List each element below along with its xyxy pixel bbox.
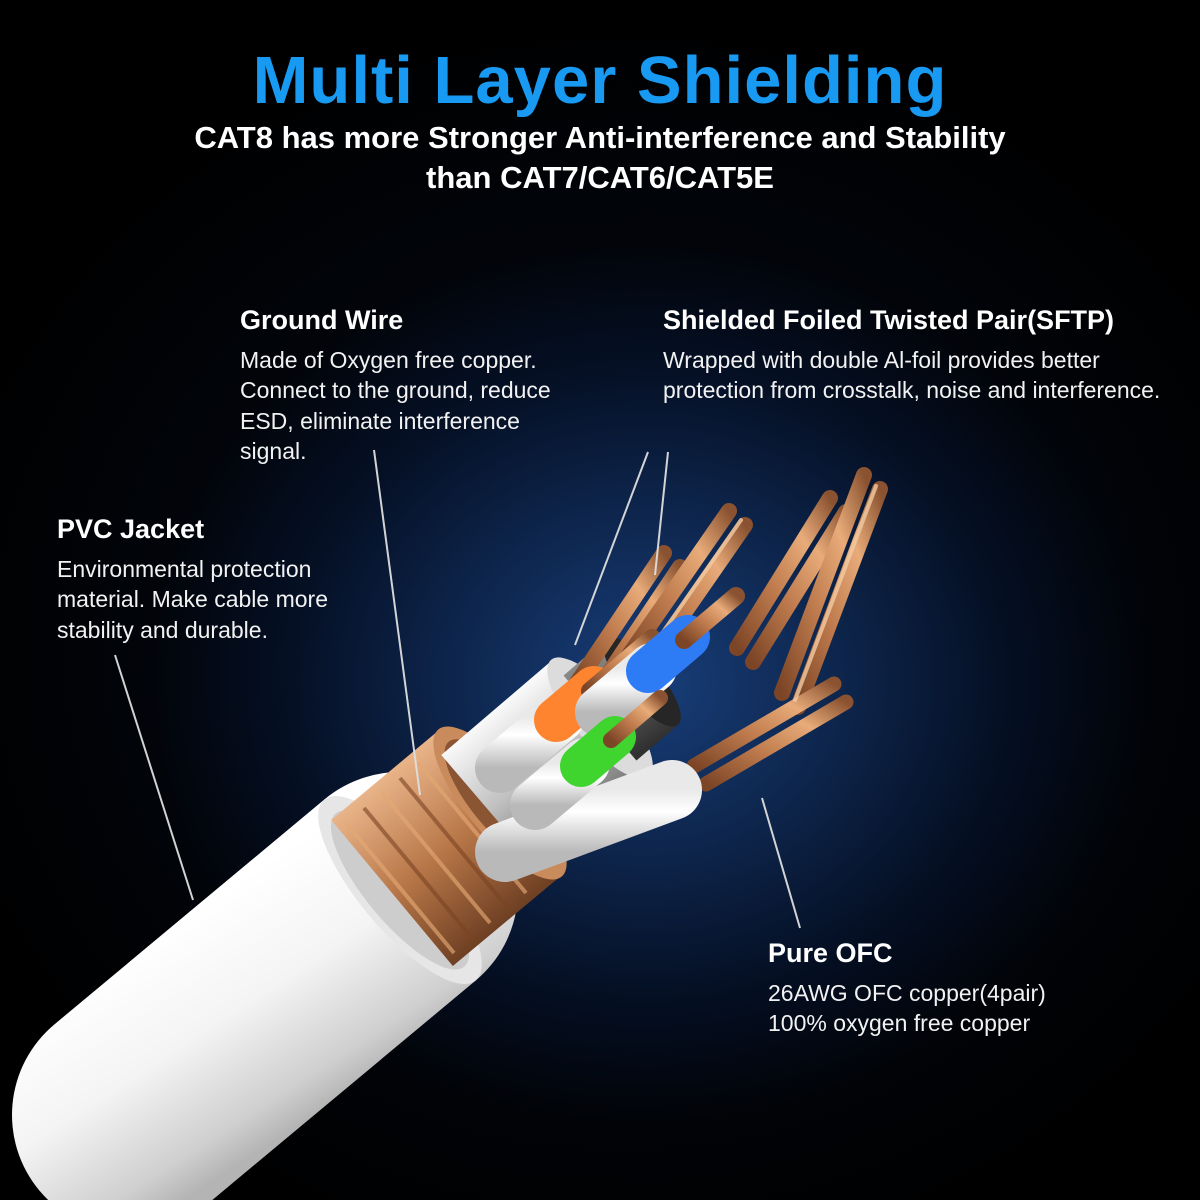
callout-sftp-body: Wrapped with double Al-foil provides bet… xyxy=(663,347,1161,404)
callout-lines xyxy=(114,449,801,929)
subtitle-line-2: than CAT7/CAT6/CAT5E xyxy=(426,160,774,195)
ground-wire-leader-line xyxy=(373,449,421,796)
twisted-pair-wires xyxy=(475,587,745,882)
callout-pvc-jacket: PVC Jacket Environmental protection mate… xyxy=(57,514,369,645)
callout-ground-wire: Ground Wire Made of Oxygen free copper. … xyxy=(240,305,592,466)
callout-pvc-jacket-title: PVC Jacket xyxy=(57,514,205,544)
callout-pvc-jacket-body: Environmental protection material. Make … xyxy=(57,556,328,643)
callout-ground-wire-body: Made of Oxygen free copper. Connect to t… xyxy=(240,347,551,465)
copper-pairs xyxy=(569,467,888,792)
callout-sftp: Shielded Foiled Twisted Pair(SFTP) Wrapp… xyxy=(663,305,1179,406)
callout-ground-wire-title: Ground Wire xyxy=(240,305,404,335)
page-title: Multi Layer Shielding xyxy=(252,43,948,118)
sftp-leader-line-2 xyxy=(654,451,669,576)
sftp-leader-line-1 xyxy=(574,451,649,646)
callout-pure-ofc-title: Pure OFC xyxy=(768,938,893,968)
pvc-jacket-leader-line xyxy=(114,654,194,901)
callout-pure-ofc-body: 26AWG OFC copper(4pair) 100% oxygen free… xyxy=(768,980,1046,1037)
callout-pure-ofc: Pure OFC 26AWG OFC copper(4pair) 100% ox… xyxy=(768,938,1098,1039)
subtitle-line-1: CAT8 has more Stronger Anti-interference… xyxy=(194,120,1006,155)
pure-ofc-leader-line xyxy=(761,797,801,929)
callout-sftp-title: Shielded Foiled Twisted Pair(SFTP) xyxy=(663,305,1115,335)
